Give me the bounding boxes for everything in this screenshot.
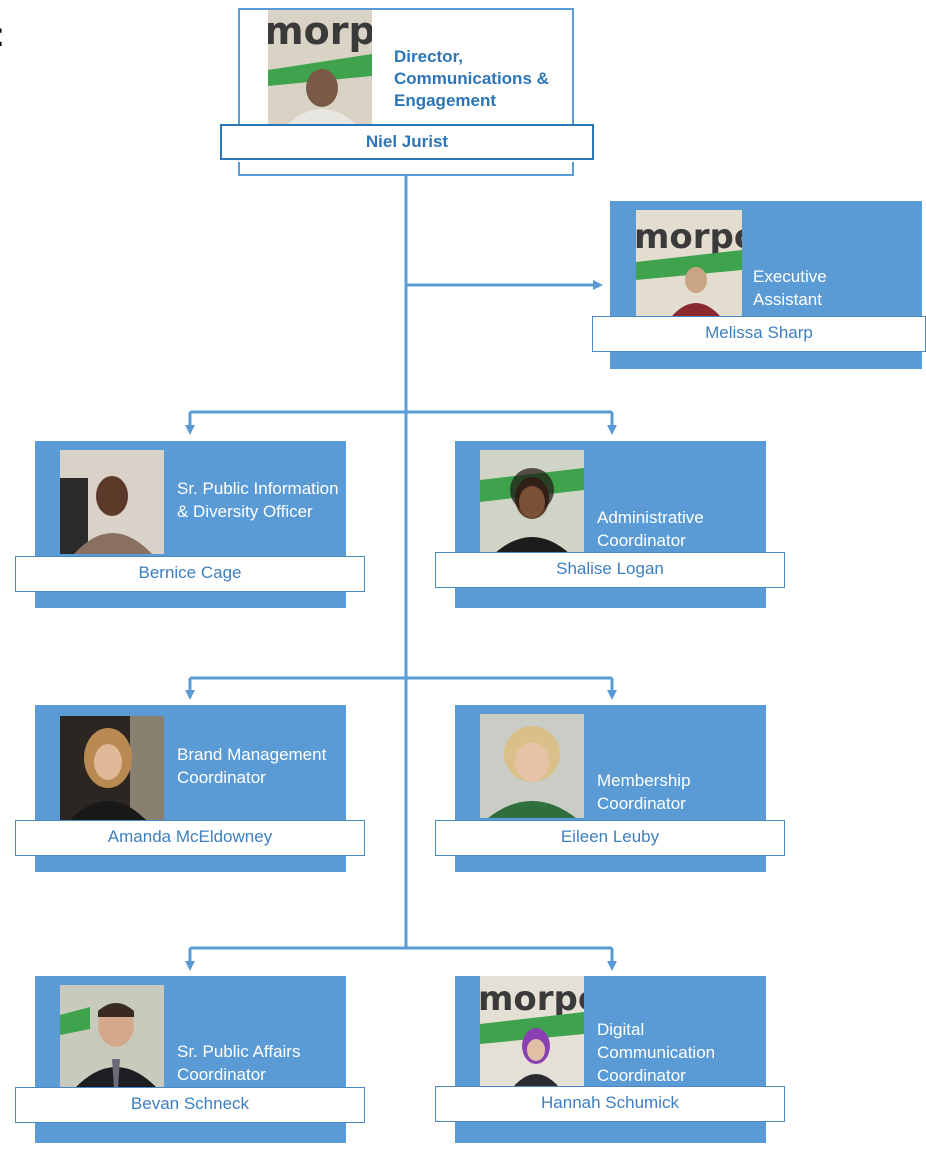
staff-card-shalise[interactable]: Administrative Coordinator Shalise Logan (435, 441, 785, 608)
eileen-title: Membership Coordinator (597, 771, 691, 813)
bernice-name: Bernice Cage (15, 556, 365, 592)
bernice-title: Sr. Public Information & Diversity Offic… (177, 479, 339, 521)
bernice-photo (60, 450, 164, 554)
logo-text: morpc (636, 217, 742, 257)
logo-text: morpc (268, 10, 372, 53)
director-card[interactable]: morpc Director, Communications & Engagem… (220, 8, 594, 176)
bevan-title: Sr. Public Affairs Coordinator (177, 1042, 301, 1084)
eileen-name: Eileen Leuby (435, 820, 785, 856)
assistant-name: Melissa Sharp (592, 316, 926, 352)
shalise-name: Shalise Logan (435, 552, 785, 588)
bevan-photo (60, 985, 164, 1089)
staff-card-bevan[interactable]: Sr. Public Affairs Coordinator Bevan Sch… (15, 976, 365, 1143)
amanda-title: Brand Management Coordinator (177, 745, 327, 787)
eileen-photo (480, 714, 584, 818)
bevan-name: Bevan Schneck (15, 1087, 365, 1123)
director-title: Director, Communications & Engagement (394, 47, 549, 110)
hannah-photo: morpc (480, 976, 584, 1086)
staff-card-hannah[interactable]: morpc Digital Communication Coordinator … (435, 976, 785, 1143)
director-photo: morpc (268, 10, 372, 124)
shalise-title: Administrative Coordinator (597, 508, 704, 550)
director-name: Niel Jurist (220, 124, 594, 160)
amanda-name: Amanda McEldowney (15, 820, 365, 856)
assistant-photo: morpc (636, 210, 742, 316)
hannah-title: Digital Communication Coordinator (597, 1020, 716, 1085)
amanda-photo (60, 716, 164, 820)
assistant-card[interactable]: morpc Executive Assistant Melissa Sharp (592, 201, 926, 369)
hannah-name: Hannah Schumick (435, 1086, 785, 1122)
assistant-title: Executive Assistant (753, 267, 827, 309)
staff-card-amanda[interactable]: Brand Management Coordinator Amanda McEl… (15, 705, 365, 872)
crop-mark: : (0, 18, 5, 52)
shalise-photo (480, 450, 584, 554)
logo-text: morpc (480, 979, 584, 1019)
staff-card-bernice[interactable]: Sr. Public Information & Diversity Offic… (15, 441, 365, 608)
staff-card-eileen[interactable]: Membership Coordinator Eileen Leuby (435, 705, 785, 872)
